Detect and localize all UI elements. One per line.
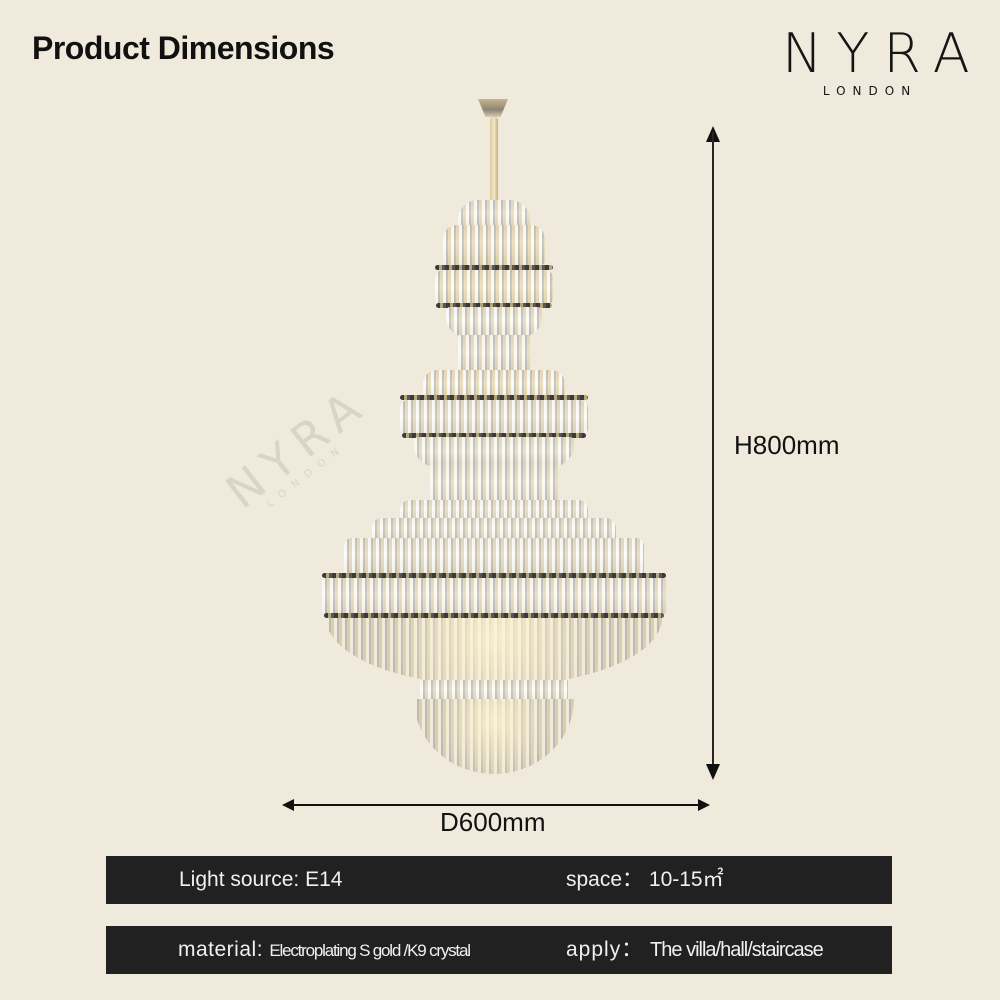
arrow-right-icon xyxy=(698,799,710,811)
space-label: space： xyxy=(566,868,644,891)
chandelier-chain xyxy=(490,117,498,207)
diameter-label: D600mm xyxy=(440,807,546,837)
material-spec: material: Electroplating S gold /K9 crys… xyxy=(178,926,471,974)
spec-bar-material-apply: material: Electroplating S gold /K9 crys… xyxy=(106,926,892,974)
arrow-down-icon xyxy=(706,764,720,780)
apply-label: apply： xyxy=(566,938,644,961)
crystal-band xyxy=(324,613,664,618)
chandelier-image xyxy=(318,95,670,775)
space-value: 10-15㎡ xyxy=(648,868,724,891)
crystal-dome xyxy=(326,618,662,686)
height-dimension-line xyxy=(712,132,714,772)
brand-subtitle: LONDON xyxy=(822,84,918,98)
material-value: Electroplating S gold /K9 crystal xyxy=(269,941,471,960)
diameter-dimension-line xyxy=(286,804,706,806)
crystal-tier xyxy=(435,270,553,306)
light-source-label: Light source: xyxy=(179,868,300,891)
crystal-column xyxy=(458,335,530,373)
crystal-band xyxy=(435,265,553,270)
crystal-tier xyxy=(322,578,666,614)
crystal-tier xyxy=(414,437,574,467)
crystal-column xyxy=(430,465,558,505)
ceiling-canopy xyxy=(478,99,508,117)
space-spec: space： 10-15㎡ xyxy=(566,856,724,904)
crystal-band xyxy=(322,573,666,578)
crystal-tier xyxy=(344,538,644,574)
page-title: Product Dimensions xyxy=(32,30,335,66)
light-source-value: E14 xyxy=(305,868,343,891)
crystal-band xyxy=(400,395,588,400)
crystal-tier xyxy=(400,500,588,522)
light-source-spec: Light source: E14 xyxy=(179,856,342,904)
apply-spec: apply： The villa/hall/staircase xyxy=(566,926,824,974)
brand-logo: NYRA LONDON xyxy=(776,22,984,99)
apply-value: The villa/hall/staircase xyxy=(650,939,824,961)
crystal-tier xyxy=(443,225,545,265)
brand-name: NYRA xyxy=(782,22,984,85)
crystal-tier xyxy=(446,307,542,337)
crystal-band xyxy=(436,303,552,308)
crystal-tier xyxy=(420,680,568,702)
crystal-tier xyxy=(400,400,588,436)
spec-bar-light-space: Light source: E14 space： 10-15㎡ xyxy=(106,856,892,904)
height-label: H800mm xyxy=(734,430,840,460)
material-label: material: xyxy=(178,938,264,961)
crystal-bowl xyxy=(414,699,574,774)
crystal-band xyxy=(402,433,586,438)
